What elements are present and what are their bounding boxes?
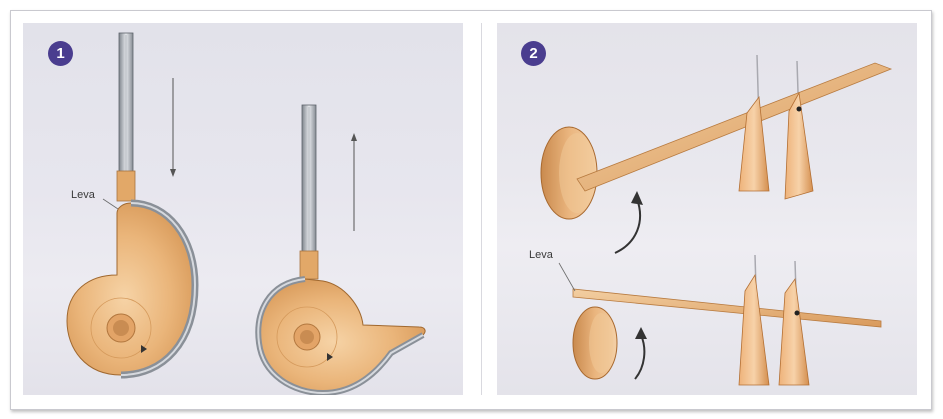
snail-cam-right (258, 279, 425, 393)
panel-cam-lever: 2 Leva (497, 23, 917, 395)
panel-2-illustration (497, 23, 917, 395)
panel-cam-follower: 1 Leva (23, 23, 463, 395)
follower-rod-left (117, 33, 135, 201)
panel-1-illustration (23, 23, 463, 395)
panel-divider (481, 23, 482, 395)
lever-leader-line-2 (559, 263, 575, 291)
follower-rod-right (300, 105, 318, 279)
snail-cam-left (67, 203, 195, 375)
upward-motion-arrow (351, 133, 357, 231)
figure-frame: 1 Leva (10, 10, 932, 410)
upper-lever-assembly (541, 55, 891, 253)
downward-motion-arrow (170, 78, 176, 177)
lower-lever-assembly (573, 255, 881, 385)
